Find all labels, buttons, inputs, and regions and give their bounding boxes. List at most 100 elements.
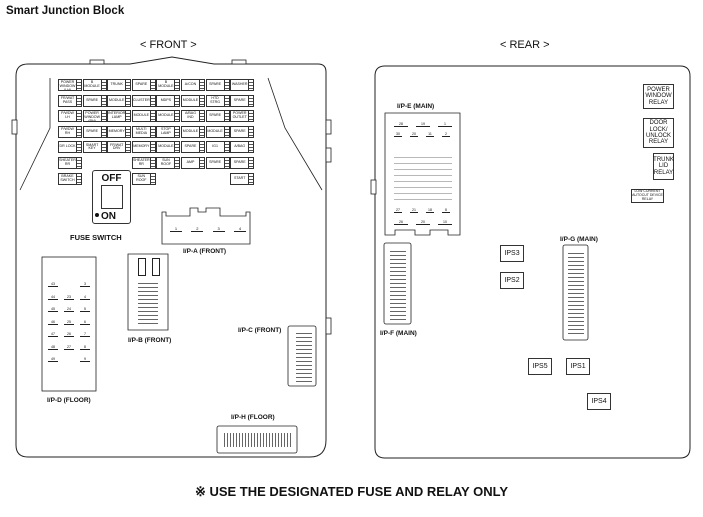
fuse-slot: SPARE bbox=[131, 79, 156, 91]
ipc-pin-rows bbox=[296, 330, 312, 382]
fuse-slot: MODULE bbox=[181, 94, 205, 107]
ipa-pin: 4 bbox=[233, 226, 246, 232]
fuse-grid: SAFTY POWER WINDOW (LH)B MODULETRUNKSPAR… bbox=[58, 79, 258, 189]
fuse-slot: SMART KEY bbox=[82, 141, 107, 154]
ipe-pin: 8 bbox=[442, 208, 450, 213]
ipd-pin: 3 bbox=[80, 282, 90, 287]
iph-pin-row bbox=[222, 433, 292, 447]
ipb-terminal bbox=[152, 258, 160, 276]
ipd-pin: 27 bbox=[64, 345, 74, 350]
ipd-pin: 6 bbox=[80, 320, 90, 325]
ipb-pin-rows bbox=[138, 280, 158, 324]
ipd-pin: 49 bbox=[48, 357, 58, 362]
ipd-pin: 44 bbox=[48, 295, 58, 300]
fuse-switch-on-label: ON bbox=[101, 211, 116, 222]
low-current-autocut-device-relay: LOW CURRENT AUTOCUT DEVICE RELAY bbox=[631, 189, 664, 203]
fuse-slot: IG1 bbox=[205, 141, 230, 154]
ips5-module: IPS5 bbox=[528, 358, 552, 375]
fuse-slot: SUN ROOF bbox=[131, 172, 156, 185]
fuse-slot: MODULE bbox=[205, 125, 230, 138]
ipe-pin: 18 bbox=[426, 208, 434, 213]
fuse-slot: SPARE bbox=[82, 125, 107, 138]
ipe-connector-label: I/P-E (MAIN) bbox=[397, 103, 435, 110]
ipe-pin: 1 bbox=[438, 122, 452, 127]
fuse-slot: WASHER bbox=[230, 79, 255, 91]
ipg-pin-rows bbox=[568, 250, 584, 336]
ipd-pin: 25 bbox=[64, 320, 74, 325]
ipd-pin: 47 bbox=[48, 332, 58, 337]
fuse-switch[interactable]: OFF ON bbox=[92, 170, 131, 224]
ipd-pin: 43 bbox=[48, 282, 58, 287]
fuse-slot: SPARE bbox=[205, 157, 230, 169]
fuse-slot: SPARE bbox=[181, 141, 205, 154]
ipe-pin: 11 bbox=[426, 132, 434, 137]
ips1-module: IPS1 bbox=[566, 358, 590, 375]
ipa-connector-label: I/P-A (FRONT) bbox=[183, 248, 227, 255]
fuse-slot: AMP bbox=[181, 157, 205, 169]
fuse-slot: SPARE bbox=[230, 125, 255, 138]
front-housing-outline bbox=[15, 56, 327, 458]
fuse-slot: A/BAG bbox=[230, 141, 255, 154]
ipa-connector-shape bbox=[161, 207, 251, 245]
fuse-slot: START bbox=[230, 172, 255, 185]
fuse-notice: ※ USE THE DESIGNATED FUSE AND RELAY ONLY bbox=[194, 484, 509, 499]
fuse-slot: SPARE bbox=[230, 157, 255, 169]
ips2-module: IPS2 bbox=[500, 272, 524, 289]
fuse-switch-caption: FUSE SWITCH bbox=[70, 233, 122, 242]
fuse-slot: STOP LAMP bbox=[156, 125, 181, 138]
fuse-slot: MODULE bbox=[181, 125, 205, 138]
ipa-pin: 3 bbox=[212, 226, 225, 232]
front-housing-inner-left bbox=[19, 78, 51, 191]
fuse-slot: SHEATER RR bbox=[131, 157, 156, 169]
indicator-dot-icon bbox=[95, 213, 99, 217]
iph-connector-label: I/P-H (FLOOR) bbox=[231, 414, 275, 421]
ipc-connector-label: I/P-C (FRONT) bbox=[238, 327, 282, 334]
fuse-slot: MODULE bbox=[156, 141, 181, 154]
fuse-switch-lever-icon bbox=[101, 185, 123, 209]
fuse-slot: HTD STRG bbox=[205, 94, 230, 107]
fuse-slot: MODULE bbox=[107, 94, 132, 107]
ipe-pin: 21 bbox=[410, 208, 418, 213]
front-housing-inner-right bbox=[267, 77, 323, 191]
fuse-slot: SUN ROOF bbox=[156, 157, 181, 169]
fuse-slot: MODULE bbox=[156, 110, 181, 123]
ipe-pin: 26 bbox=[394, 220, 408, 225]
ipd-pin: 48 bbox=[48, 345, 58, 350]
ipd-pin: 4 bbox=[80, 295, 90, 300]
ipg-connector-label: I/P-G (MAIN) bbox=[560, 236, 598, 243]
ipd-pin: 8 bbox=[80, 345, 90, 350]
power-window-relay: POWER WINDOW RELAY bbox=[643, 84, 674, 109]
ipe-pin: 10 bbox=[438, 220, 452, 225]
ipa-pin: 1 bbox=[170, 226, 182, 232]
fuse-slot: CLUSTER bbox=[131, 94, 156, 107]
fuse-slot: SPARE bbox=[205, 79, 230, 91]
ipd-connector-label: I/P-D (FLOOR) bbox=[47, 397, 91, 404]
fuse-slot: A/BAG IND bbox=[181, 110, 205, 123]
fuse-slot: B MODULE bbox=[156, 79, 181, 91]
ipe-pin: 20 bbox=[416, 220, 430, 225]
ips4-module: IPS4 bbox=[587, 393, 611, 410]
ipd-pin: 26 bbox=[64, 332, 74, 337]
fuse-slot: POWER OUTLET bbox=[230, 110, 255, 123]
ipe-pin: 20 bbox=[410, 132, 418, 137]
fuse-slot: DR LOCK bbox=[58, 141, 82, 154]
ipd-pin: 24 bbox=[64, 307, 74, 312]
ipa-pin: 2 bbox=[191, 226, 204, 232]
fuse-slot: MDPS bbox=[156, 94, 181, 107]
fuse-slot: P/WDW LH bbox=[58, 110, 82, 123]
fuse-slot: MULTI MEDIA bbox=[131, 125, 156, 138]
ipd-pin: 7 bbox=[80, 332, 90, 337]
ipa-pins: 1 2 3 4 bbox=[170, 226, 246, 232]
fuse-slot: SPARE bbox=[205, 110, 230, 123]
fuse-slot: A/CON bbox=[181, 79, 205, 91]
ipb-connector-label: I/P-B (FRONT) bbox=[128, 337, 172, 344]
rear-view-label: < REAR > bbox=[500, 39, 550, 51]
ipd-pin: 46 bbox=[48, 320, 58, 325]
fuse-slot: SAFTY POWER WINDOW (LH) bbox=[58, 79, 82, 91]
trunk-lid-relay: TRUNK LID RELAY bbox=[653, 153, 674, 180]
ipd-pin: 45 bbox=[48, 307, 58, 312]
fuse-slot: SHEATER RR bbox=[58, 157, 82, 169]
fuse-switch-off-label: OFF bbox=[101, 173, 122, 184]
fuse-slot: INTERIOR LAMP bbox=[107, 110, 132, 123]
